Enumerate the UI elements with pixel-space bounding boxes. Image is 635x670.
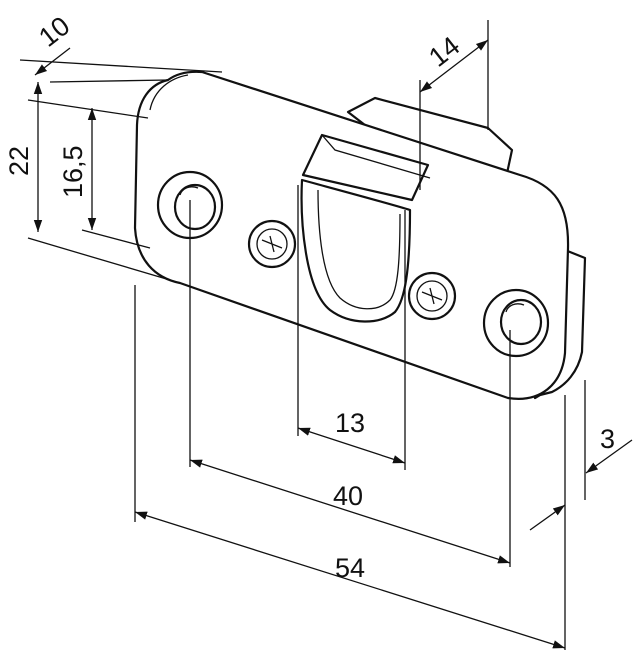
dim-line-depth <box>34 47 71 76</box>
slot-inner-top <box>321 134 431 179</box>
dim-label-width-right: 14 <box>423 31 465 73</box>
plate-face-edge <box>149 74 189 111</box>
slot-recess <box>300 178 412 323</box>
dim-label-height-total: 22 <box>4 146 34 176</box>
slot-recess-inner <box>317 189 401 310</box>
dim-label-total-length: 54 <box>335 553 365 583</box>
screw-left-icon <box>247 219 297 269</box>
dim-label-depth: 10 <box>33 11 75 53</box>
dimension-lines <box>33 39 633 649</box>
dim-line-hole-spacing <box>189 459 511 564</box>
dim-line-thickness-a <box>529 504 566 531</box>
dim-label-height-inner: 16,5 <box>58 145 88 198</box>
slot-opening <box>301 133 430 202</box>
dim-line-thickness-b <box>585 439 633 474</box>
dim-label-hole-spacing: 40 <box>333 481 363 511</box>
mounting-hole-right <box>482 288 550 358</box>
dim-line-slot-width <box>297 427 406 464</box>
dim-line-width-right <box>419 39 489 93</box>
strike-plate <box>133 70 587 400</box>
dim-label-slot-width: 13 <box>335 408 365 438</box>
dim-label-thickness: 3 <box>600 424 615 454</box>
dim-line-total-length <box>134 511 566 649</box>
screw-right-icon <box>407 271 457 321</box>
extension-lines <box>19 20 586 650</box>
